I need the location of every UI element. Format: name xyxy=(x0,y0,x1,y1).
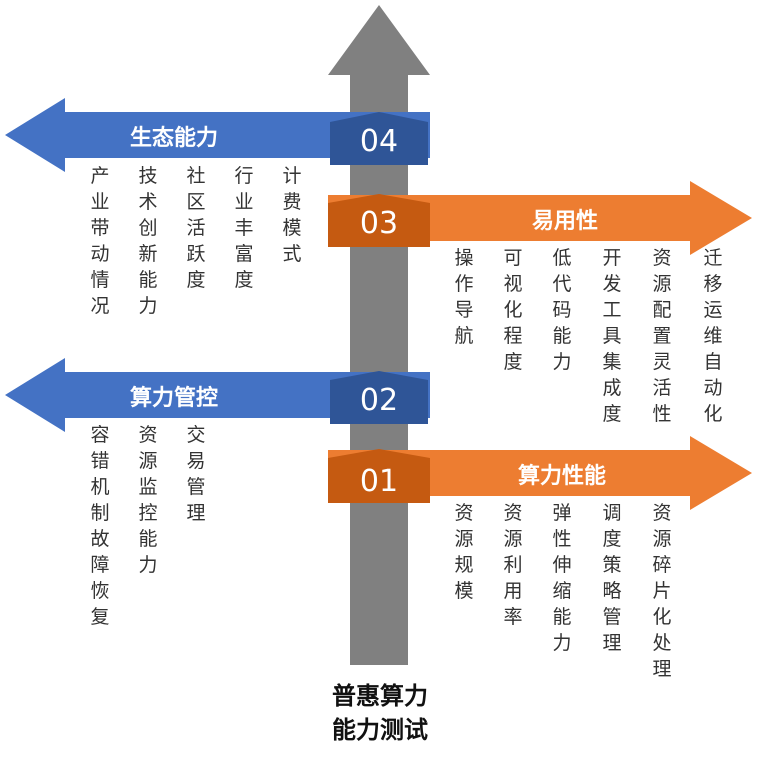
level-02-number: 02 xyxy=(359,383,399,418)
level-04-title: 生态能力 xyxy=(130,126,219,151)
level-04-number: 04 xyxy=(359,124,399,159)
level-02-badge xyxy=(330,371,428,424)
level-03-item: 可视化程度 xyxy=(503,247,523,373)
level-03-item: 迁移运维自动化 xyxy=(703,247,723,425)
level-02-arrow xyxy=(5,358,430,432)
level-04-item: 社区活跃度 xyxy=(186,165,206,291)
main-title-line1: 普惠算力 xyxy=(332,682,428,710)
level-03-item: 操作导航 xyxy=(454,247,474,347)
level-01-badge xyxy=(328,449,430,503)
level-01-item: 资源碎片化处理 xyxy=(652,502,672,680)
level-03-arrow xyxy=(328,181,752,255)
level-04-badge xyxy=(330,112,428,165)
level-03-number: 03 xyxy=(359,206,399,241)
level-04-item: 计费模式 xyxy=(282,165,302,265)
level-01-item: 弹性伸缩能力 xyxy=(552,502,572,654)
level-01-arrow xyxy=(328,436,752,510)
level-02-item: 交易管理 xyxy=(186,424,206,524)
level-03-title: 易用性 xyxy=(532,209,599,234)
level-04-item: 行业丰富度 xyxy=(234,165,254,291)
level-01-title: 算力性能 xyxy=(518,464,607,489)
level-01-item: 资源规模 xyxy=(454,502,474,602)
level-01-item: 资源利用率 xyxy=(503,502,523,628)
level-03-item: 低代码能力 xyxy=(552,247,572,373)
level-03-item: 资源配置灵活性 xyxy=(652,247,672,425)
level-03-item: 开发工具集成度 xyxy=(602,247,622,425)
level-04-item: 技术创新能力 xyxy=(138,165,158,317)
central-arrow xyxy=(328,5,430,665)
level-04-arrow xyxy=(5,98,430,172)
level-03-badge xyxy=(328,194,430,247)
level-02-title: 算力管控 xyxy=(130,386,219,411)
level-02-item: 资源监控能力 xyxy=(138,424,158,576)
level-01-item: 调度策略管理 xyxy=(602,502,622,654)
level-02-item: 容错机制故障恢复 xyxy=(90,424,110,628)
main-title-line2: 能力测试 xyxy=(332,716,428,744)
level-04-item: 产业带动情况 xyxy=(90,165,110,317)
level-01-number: 01 xyxy=(359,464,399,499)
